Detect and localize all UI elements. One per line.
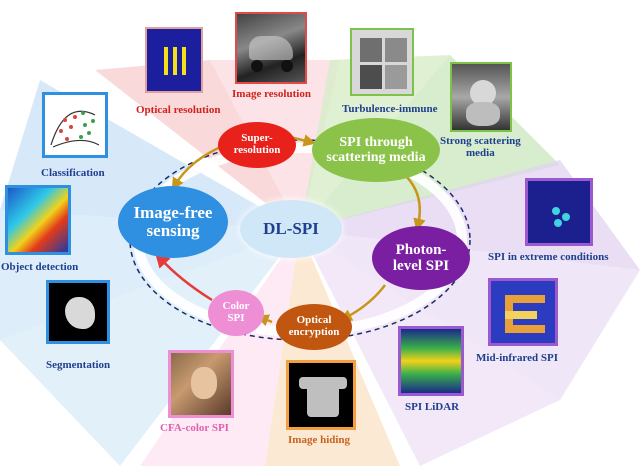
thumb-turbulence-immune (350, 28, 414, 96)
thumb-cfa-color (168, 350, 234, 418)
label-classification: Classification (41, 167, 105, 179)
label-segmentation: Segmentation (46, 359, 110, 371)
label-image-hiding: Image hiding (288, 434, 350, 446)
label-strong-scattering: Strong scattering media (440, 135, 521, 159)
thumb-lidar (398, 326, 464, 396)
node-color-spi: Color SPI (208, 290, 264, 336)
node-image-free-sensing: Image-free sensing (118, 186, 228, 258)
label-object-detection: Object detection (1, 261, 78, 273)
label-optical-resolution: Optical resolution (136, 104, 220, 116)
thumb-classification (42, 92, 108, 158)
classification-scatter-icon (45, 95, 105, 155)
node-photon-label: Photon- level SPI (393, 242, 449, 274)
thumb-optical-resolution (145, 27, 203, 93)
thumb-object-detection (5, 185, 71, 255)
node-image-free-label: Image-free sensing (134, 204, 213, 241)
thumb-image-resolution (235, 12, 307, 84)
label-image-resolution: Image resolution (232, 88, 311, 100)
node-color-spi-label: Color SPI (223, 301, 250, 325)
thumb-mid-infrared (488, 278, 558, 346)
node-super-resolution: Super- resolution (218, 122, 296, 168)
node-scattering-label: SPI through scattering media (326, 135, 425, 165)
thumb-segmentation (46, 280, 110, 344)
thumb-extreme-conditions (525, 178, 593, 246)
label-mid-infrared: Mid-infrared SPI (476, 352, 558, 364)
thumb-strong-scattering (450, 62, 512, 132)
thumb-image-hiding (286, 360, 356, 430)
label-turbulence-immune: Turbulence-immune (342, 103, 438, 115)
node-photon-level: Photon- level SPI (372, 226, 470, 290)
center-dl-spi: DL-SPI (240, 200, 342, 258)
center-label: DL-SPI (263, 220, 319, 238)
node-super-resolution-label: Super- resolution (234, 133, 281, 157)
node-optical-encryption-label: Optical encryption (289, 315, 340, 339)
node-scattering-media: SPI through scattering media (312, 118, 440, 182)
label-cfa-color: CFA-color SPI (160, 422, 229, 434)
label-extreme-conditions: SPI in extreme conditions (488, 251, 609, 263)
label-lidar: SPI LiDAR (405, 401, 459, 413)
node-optical-encryption: Optical encryption (276, 304, 352, 350)
